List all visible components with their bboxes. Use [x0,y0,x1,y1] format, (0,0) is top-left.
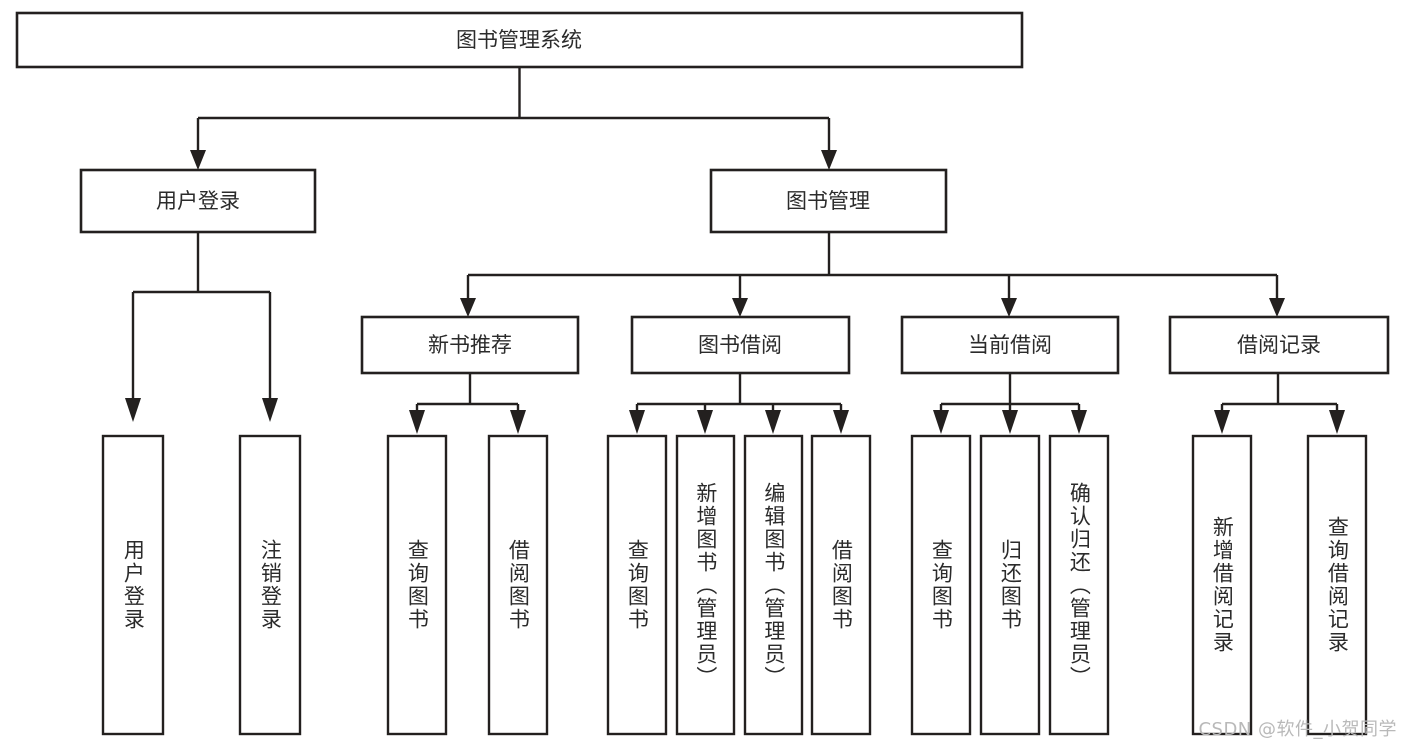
node-box-leaf-add-book[interactable] [675,434,736,736]
node-box-book-management[interactable] [709,168,948,234]
node-box-leaf-user-login[interactable] [101,434,165,736]
node-label-new-book-recommend: 新书推荐 [428,333,512,357]
node-label-borrow-record: 借阅记录 [1237,333,1321,357]
arrow-to-current-borrow-icon [1001,298,1017,317]
node-box-book-borrow[interactable] [630,315,851,375]
arrow-leaf-logout-login-icon [262,398,278,422]
arrow-to-book-management-icon [821,150,837,170]
arrow-leaf-return-book-icon [1002,410,1018,434]
node-label-root: 图书管理系统 [456,28,582,52]
arrow-leaf-confirm-return-icon [1071,410,1087,434]
arrow-leaf-borrow-book-1-icon [510,410,526,434]
arrow-leaf-edit-book-icon [765,410,781,434]
node-box-user-login[interactable] [79,168,317,234]
arrow-leaf-query-book-3-icon [933,410,949,434]
node-label-book-borrow: 图书借阅 [698,333,782,357]
node-box-leaf-query-record[interactable] [1306,434,1368,736]
arrow-leaf-query-book-1-icon [409,410,425,434]
arrow-to-new-book-icon [460,298,476,317]
arrow-to-user-login-icon [190,150,206,170]
node-box-leaf-add-record[interactable] [1191,434,1253,736]
connector-layer [125,67,1345,434]
node-label-user-login: 用户登录 [156,189,240,213]
node-box-borrow-record[interactable] [1168,315,1390,375]
watermark-text: CSDN @软件_小贺同学 [1198,719,1397,740]
node-box-leaf-borrow-book-2[interactable] [810,434,872,736]
node-box-root[interactable] [15,11,1024,69]
node-box-current-borrow[interactable] [900,315,1120,375]
node-box-leaf-return-book[interactable] [979,434,1041,736]
arrow-leaf-add-record-icon [1214,410,1230,434]
arrow-to-book-borrow-icon [732,298,748,317]
node-label-current-borrow: 当前借阅 [968,333,1052,357]
arrow-leaf-borrow-book-2-icon [833,410,849,434]
arrow-leaf-query-record-icon [1329,410,1345,434]
arrow-leaf-add-book-icon [697,410,713,434]
node-box-leaf-edit-book[interactable] [743,434,804,736]
node-box-leaf-confirm-return[interactable] [1048,434,1110,736]
arrow-leaf-user-login-icon [125,398,141,422]
node-box-leaf-query-book-1[interactable] [386,434,448,736]
node-box-leaf-query-book-2[interactable] [606,434,668,736]
arrow-leaf-query-book-2-icon [629,410,645,434]
node-box-leaf-borrow-book-1[interactable] [487,434,549,736]
node-box-new-book-recommend[interactable] [360,315,580,375]
node-box-leaf-query-book-3[interactable] [910,434,972,736]
arrow-to-borrow-record-icon [1269,298,1285,317]
node-box-leaf-logout-login[interactable] [238,434,302,736]
node-layer: 图书管理系统 用户登录 图书管理 新书推荐 图书借阅 当前借阅 借阅记录 [15,11,1390,736]
node-label-book-management: 图书管理 [786,189,870,213]
